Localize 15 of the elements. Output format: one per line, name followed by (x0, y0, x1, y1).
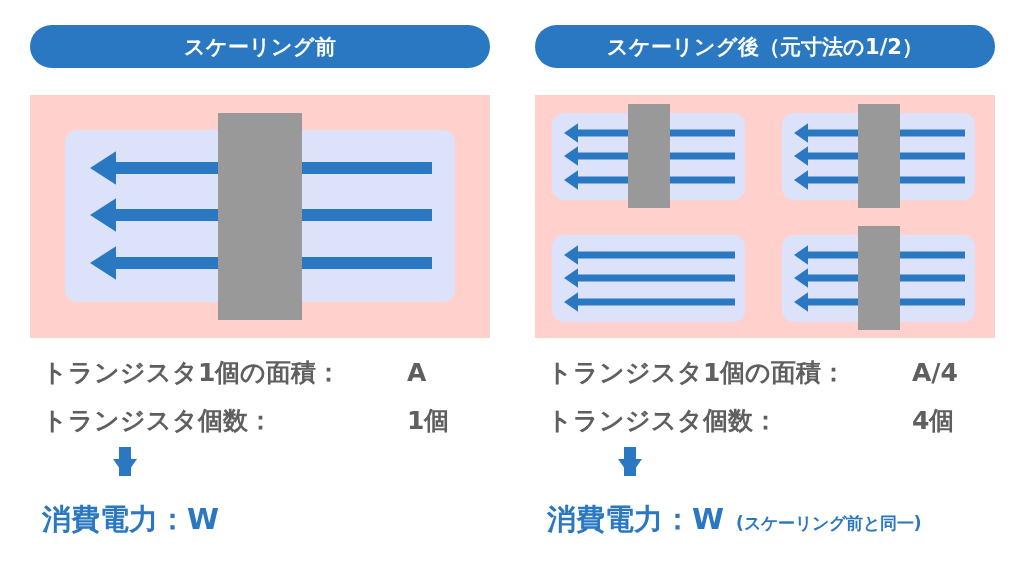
arrow (113, 447, 137, 476)
value-text: A (407, 357, 428, 389)
value-text: A/4 (912, 357, 959, 389)
spec-label: トランジスタ個数： (547, 405, 779, 437)
note-text: (スケーリング前と同一) (736, 512, 922, 535)
spec-label: トランジスタ1個の面積： (42, 357, 343, 389)
spec-label: トランジスタ個数： (42, 405, 274, 437)
power-label: 消費電力：W (42, 501, 219, 538)
value-text: 4個 (912, 405, 956, 437)
heading-pill: スケーリング前 (30, 25, 490, 68)
heading-pill: スケーリング後（元寸法の1/2） (535, 25, 995, 68)
power-label: 消費電力：W (547, 501, 724, 538)
spec-label: トランジスタ1個の面積： (547, 357, 848, 389)
value-text: 1個 (407, 405, 451, 437)
arrow (618, 447, 642, 476)
